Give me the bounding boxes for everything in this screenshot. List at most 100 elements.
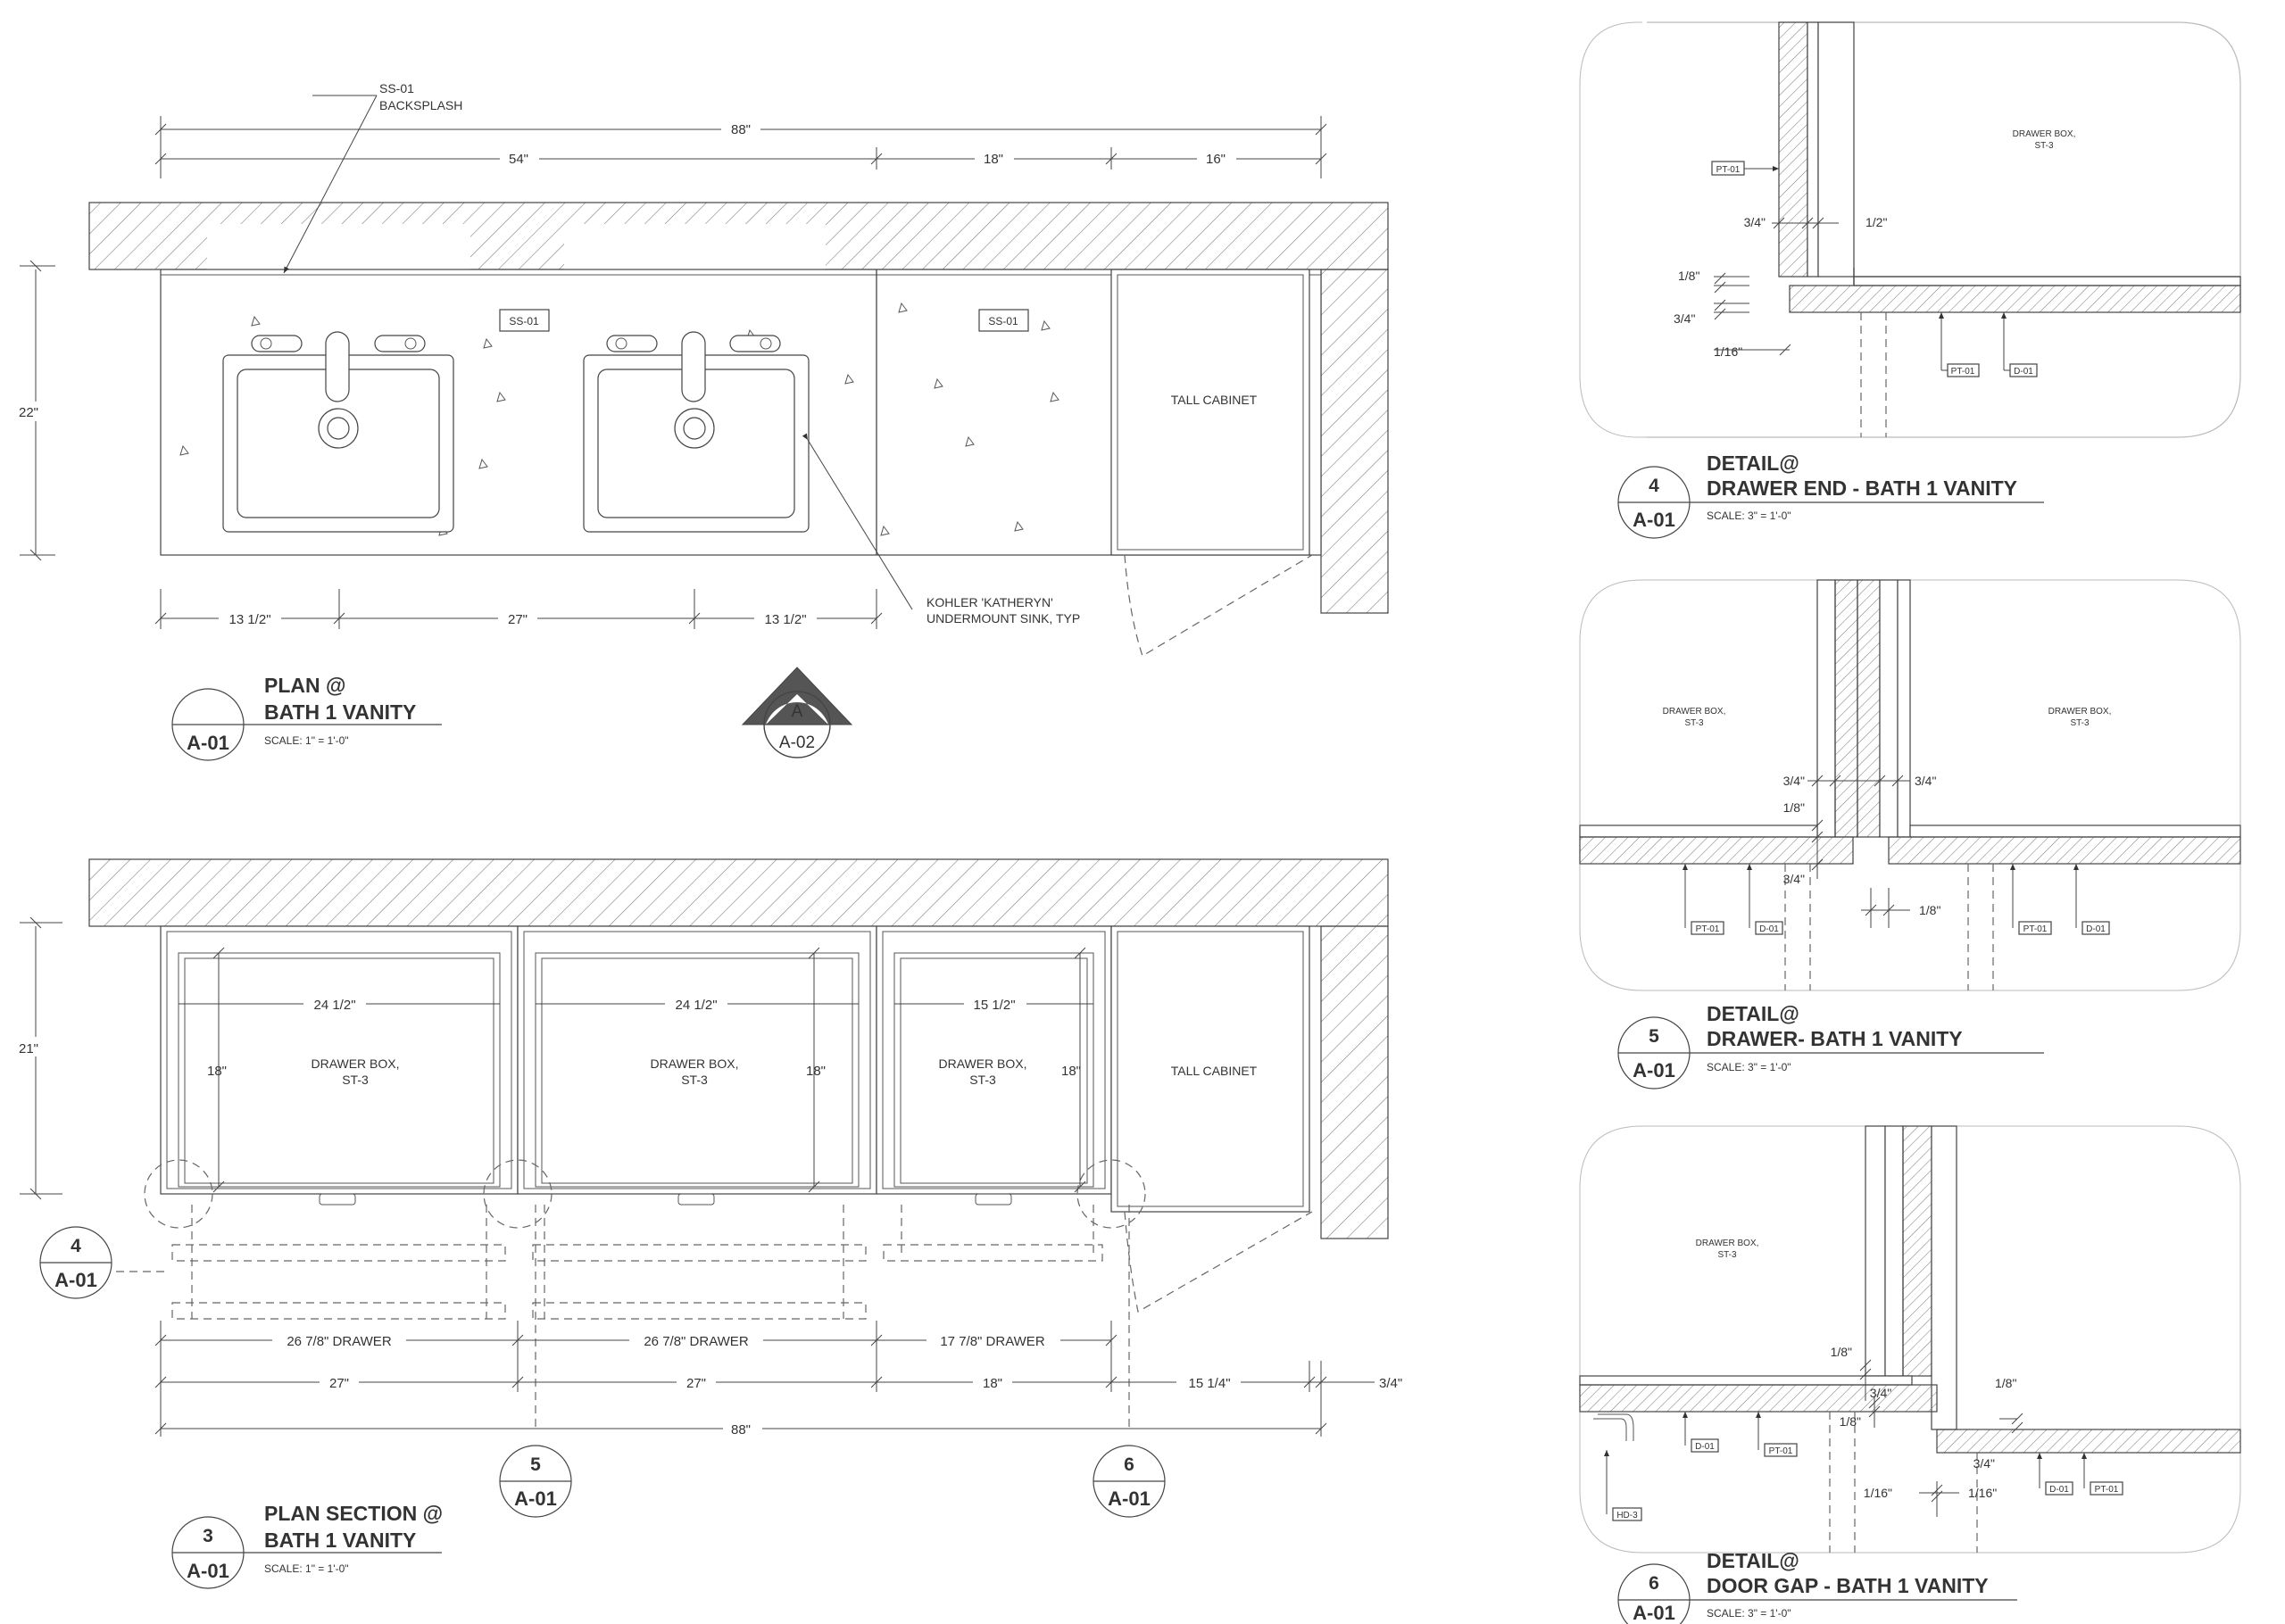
section-cab-4: 15 1/4" [1188,1376,1230,1391]
tag-box [978,309,1029,332]
section-drawer-2: 26 7/8" DRAWER [644,1334,748,1349]
section-cabinet-1 [160,925,519,1206]
section-gap: 3/4" [1379,1376,1402,1391]
detail6-title-1: DETAIL@ [1707,1549,1799,1572]
plan-scale: SCALE: 1" = 1'-0" [264,734,349,747]
plan-backsplash-left [207,224,470,269]
detail5-dim-34b: 3/4" [1783,872,1805,886]
section-width-1: 24 1/2" [313,998,355,1013]
section-drawer-box-1b: ST-3 [342,1073,369,1087]
section-title-2: BATH 1 VANITY [264,1529,416,1552]
detail4-ref-number: 4 [1649,476,1659,496]
tag-box [499,309,550,332]
plan-dim-left: 13 1/2" [228,612,270,627]
elevation-sheet: A-02 [779,733,815,752]
section-depth-2: 18" [806,1064,826,1079]
plan-dim-18: 18" [984,152,1003,167]
plan-dim-overall: 88" [731,122,751,137]
detail5-drawer-box-2l: ST-3 [1684,718,1704,728]
detail4-dim-34a: 3/4" [1744,215,1766,229]
section-drawer-box-2a: DRAWER BOX, [650,1056,738,1071]
section-depth-3: 18" [1061,1064,1081,1079]
plan-title-1: PLAN @ [264,674,345,697]
section-width-3: 15 1/2" [973,998,1015,1013]
plan-side-wall [1320,269,1389,614]
detail6-drawer-box-2: ST-3 [1717,1250,1737,1260]
detail5-drawer-box-2r: ST-3 [2070,718,2090,728]
callout-5-number: 5 [530,1454,541,1475]
detail4-dim-12: 1/2" [1865,215,1887,229]
detail6-tag-d-l: D-01 [1695,1442,1715,1452]
detail-6: DRAWER BOX, ST-3 1/8" 3/4" 1/8" 1/8" 3/4… [1579,1125,2241,1624]
detail4-dim-116: 1/16" [1714,344,1742,359]
callout-4-sheet: A-01 [54,1269,97,1291]
detail6-tag-pt-l: PT-01 [1769,1446,1793,1456]
detail4-drawer-box-2: ST-3 [2034,141,2054,151]
detail5-tag-pt-l: PT-01 [1696,924,1720,934]
plan-tall-cabinet [1110,269,1310,556]
plan-sink-left [222,331,454,533]
detail6-dim-116a: 1/16" [1864,1486,1892,1500]
detail4-tag-pt-top: PT-01 [1716,165,1741,175]
section-title-1: PLAN SECTION @ [264,1502,443,1525]
section-ref-sheet: A-01 [187,1560,229,1582]
detail5-dim-18a: 1/8" [1783,800,1805,815]
section-cab-3: 18" [983,1376,1002,1391]
plan-view: SS-01 SS-01 TALL CABINET SS-01 BACKSPLAS… [11,81,1389,761]
section-dim-height: 21" [19,1041,38,1056]
detail6-tag-hd: HD-3 [1616,1511,1638,1520]
detail4-dim-18: 1/8" [1678,269,1699,283]
plan-title-2: BATH 1 VANITY [264,700,416,724]
plan-backsplash-label: SS-01 [379,81,414,95]
detail5-title-1: DETAIL@ [1707,1002,1799,1025]
detail5-drawer-box-1r: DRAWER BOX, [2048,707,2112,717]
section-drawer-box-1a: DRAWER BOX, [311,1056,399,1071]
section-ref-number: 3 [203,1526,213,1546]
detail6-tag-d-r: D-01 [2049,1485,2069,1495]
plan-backsplash-label-2: BACKSPLASH [379,98,462,112]
detail6-tag-pt-r: PT-01 [2095,1485,2119,1495]
detail5-dim-34r: 3/4" [1915,774,1936,788]
plan-sink-note-1: KOHLER 'KATHERYN' [926,595,1053,609]
detail6-scale: SCALE: 3" = 1'-0" [1707,1607,1791,1620]
plan-dim-54: 54" [509,152,528,167]
section-side-wall [1320,925,1389,1239]
detail5-dim-34l: 3/4" [1783,774,1805,788]
callout-5-sheet: A-01 [514,1487,557,1510]
detail4-title-2: DRAWER END - BATH 1 VANITY [1707,476,2017,500]
detail6-dim-116b: 1/16" [1968,1486,1997,1500]
detail6-dim-34a: 3/4" [1870,1386,1891,1400]
detail4-scale: SCALE: 3" = 1'-0" [1707,510,1791,522]
section-drawer-fronts [76,1205,1130,1428]
detail5-drawer-box-1l: DRAWER BOX, [1663,707,1726,717]
detail5-scale: SCALE: 3" = 1'-0" [1707,1061,1791,1073]
callout-6-sheet: A-01 [1108,1487,1151,1510]
callout-4-number: 4 [71,1236,81,1256]
plan-dim-16: 16" [1206,152,1226,167]
detail4-tag-d: D-01 [2014,367,2033,377]
detail5-tag-d-r: D-01 [2086,924,2106,934]
detail-4: DRAWER BOX, ST-3 PT-01 3/4" 1/2" 1/8" 3/… [1579,21,2241,539]
section-width-2: 24 1/2" [675,998,717,1013]
section-drawer-box-3a: DRAWER BOX, [938,1056,1026,1071]
detail4-title-1: DETAIL@ [1707,452,1799,475]
detail6-dim-34b: 3/4" [1973,1456,1995,1471]
elevation-letter: A [792,702,803,721]
section-cabinet-3 [876,925,1112,1206]
detail4-dim-34b: 3/4" [1674,311,1695,326]
section-tall-cabinet-label: TALL CABINET [1171,1064,1258,1078]
detail6-dim-18b: 1/8" [1840,1414,1861,1429]
section-tall-cabinet [1110,925,1310,1213]
detail5-ref-sheet: A-01 [1633,1059,1675,1081]
plan-sink-right [583,331,810,533]
section-depth-1: 18" [207,1064,227,1079]
detail6-title-2: DOOR GAP - BATH 1 VANITY [1707,1574,1989,1597]
plan-tag-ss01-right: SS-01 [988,315,1018,327]
detail6-drawer-box-1: DRAWER BOX, [1696,1239,1759,1248]
plan-sink-note-2: UNDERMOUNT SINK, TYP [926,611,1080,626]
detail5-dim-18b: 1/8" [1919,903,1940,917]
detail6-dim-18a: 1/8" [1831,1345,1852,1359]
detail5-ref-number: 5 [1649,1026,1659,1047]
detail4-ref-sheet: A-01 [1633,509,1675,531]
